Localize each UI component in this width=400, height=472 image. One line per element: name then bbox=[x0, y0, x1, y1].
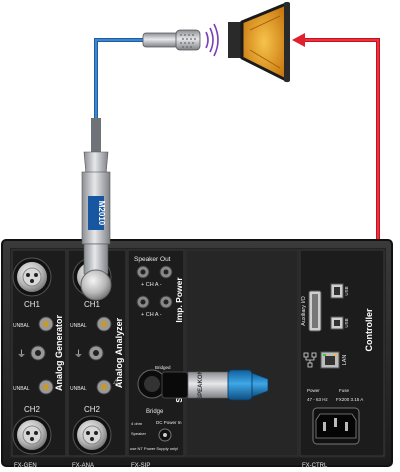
module-fx-ana: CH1 UNBAL ⏚ UNBAL CH2 ⚠ Analog Analyzer … bbox=[67, 249, 127, 469]
ana-unbal-top-label: UNBAL bbox=[70, 323, 87, 329]
sip-side-letter: S bbox=[175, 397, 184, 403]
rca-output-ch1[interactable] bbox=[38, 316, 54, 332]
ch-a-top-label: + CH A - bbox=[141, 282, 162, 288]
ctrl-module-title: Controller bbox=[364, 308, 374, 351]
cable-label: M2010 bbox=[97, 201, 106, 226]
blank-slot bbox=[185, 249, 299, 457]
xlr-output-ch1[interactable] bbox=[12, 257, 52, 297]
rca-output-ch2[interactable] bbox=[38, 379, 54, 395]
xlr-cable-connector: M2010 bbox=[80, 118, 112, 301]
dc-power-jack[interactable] bbox=[158, 428, 172, 442]
sip-note-b: Speaker bbox=[131, 431, 147, 436]
lan-label: LAN bbox=[342, 355, 348, 366]
power-label: Power bbox=[307, 388, 320, 393]
ana-ground-jack[interactable] bbox=[88, 345, 104, 361]
sound-waves-icon bbox=[205, 23, 219, 57]
speaker-out-terminals-top[interactable] bbox=[136, 265, 173, 279]
ana-unbal-bottom-label: UNBAL bbox=[70, 386, 87, 392]
speaker-out-label: Speaker Out bbox=[134, 256, 171, 263]
microphone-cable bbox=[94, 38, 143, 120]
module-fx-sip: Speaker Out + CH A - + CH A - Bridged Br… bbox=[127, 249, 185, 469]
gen-module-title: Analog Generator bbox=[54, 314, 64, 391]
speaker-out-terminals-bottom[interactable] bbox=[136, 295, 173, 309]
auxiliary-io-port[interactable] bbox=[308, 290, 322, 332]
fuse-rating-label: FX200 3.15 A bbox=[336, 397, 363, 402]
speakon-label: SPEAKON bbox=[198, 370, 204, 400]
arrowhead-icon bbox=[292, 33, 305, 47]
fuse-label: Fuse bbox=[339, 388, 350, 393]
module-fx-gen: CH1 UNBAL ⏚ UNBAL CH2 Analog Generator F… bbox=[11, 249, 67, 469]
usb-port-bottom[interactable] bbox=[330, 316, 344, 330]
xlr-input-ch2[interactable] bbox=[72, 415, 112, 455]
sip-slot-label: FX-SIP bbox=[131, 463, 150, 469]
gen-ground-icon: ⏚ bbox=[17, 349, 26, 359]
gen-unbal-top-label: UNBAL bbox=[13, 323, 30, 329]
aux-io-label: Auxiliary I/O bbox=[301, 295, 307, 325]
ctrl-slot-label: FX-CTRL bbox=[302, 463, 328, 469]
warning-icon: ⚠ bbox=[113, 378, 119, 386]
iec-power-inlet[interactable] bbox=[312, 407, 360, 445]
xlr-output-ch2[interactable] bbox=[12, 415, 52, 455]
module-fx-ctrl: Auxiliary I/O USB USB LAN Power Fuse 47 … bbox=[299, 249, 385, 469]
dc-power-in-label: DC Power In bbox=[156, 420, 182, 425]
bridged-label: Bridged bbox=[155, 365, 171, 370]
network-icon bbox=[303, 352, 317, 368]
sip-module-title: Imp. Power bbox=[174, 277, 184, 323]
sip-note-c: use NT Power Supply only! bbox=[130, 446, 178, 451]
ana-ground-icon: ⏚ bbox=[74, 349, 83, 359]
ana-ch2-label: CH2 bbox=[84, 405, 101, 414]
mains-frequency-label: 47 - 63 Hz bbox=[307, 397, 329, 402]
lan-port[interactable] bbox=[320, 351, 340, 369]
speakon-cable-plug: SPEAKON bbox=[161, 369, 269, 401]
usb-bottom-label: USB bbox=[344, 318, 349, 327]
gen-ch2-label: CH2 bbox=[24, 405, 41, 414]
usb-top-label: USB bbox=[344, 286, 349, 295]
rca-input-ch1[interactable] bbox=[96, 316, 112, 332]
bridge-label: Bridge bbox=[146, 409, 164, 415]
usb-port-top[interactable] bbox=[330, 283, 344, 299]
gen-ground-jack[interactable] bbox=[30, 345, 46, 361]
gen-unbal-bottom-label: UNBAL bbox=[13, 386, 30, 392]
gen-slot-label: FX-GEN bbox=[14, 463, 37, 469]
gen-ch1-label: CH1 bbox=[24, 300, 41, 309]
loudspeaker-icon bbox=[228, 1, 290, 83]
ana-ch1-label: CH1 bbox=[84, 300, 101, 309]
sip-note-a: 4 ohm bbox=[131, 421, 143, 426]
ch-a-bottom-label: + CH A - bbox=[141, 312, 162, 318]
rca-input-ch2[interactable] bbox=[96, 379, 112, 395]
ana-module-title: Analog Analyzer bbox=[114, 317, 124, 388]
measurement-microphone bbox=[142, 29, 201, 51]
ana-slot-label: FX-ANA bbox=[72, 463, 94, 469]
